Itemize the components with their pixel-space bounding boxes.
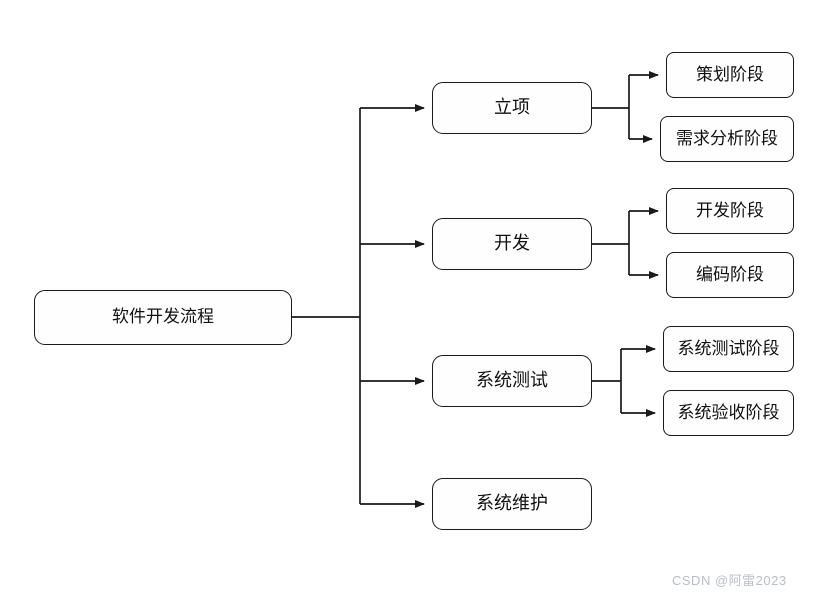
node-xitongyanshou-jieduan[interactable]: 系统验收阶段 [663,390,794,436]
node-xitongweihu[interactable]: 系统维护 [432,478,592,530]
node-xitongweihu-label: 系统维护 [476,493,548,514]
node-xitongceshi-label: 系统测试 [476,370,548,391]
node-xitongceshi[interactable]: 系统测试 [432,355,592,407]
node-xitongyanshou-jieduan-label: 系统验收阶段 [677,402,780,422]
node-lixiang-label: 立项 [494,97,530,118]
node-lixiang[interactable]: 立项 [432,82,592,134]
node-xitongceshi-jieduan[interactable]: 系统测试阶段 [663,326,794,372]
node-xuqiufenxi-jieduan-label: 需求分析阶段 [676,128,778,148]
node-kaifa-jieduan[interactable]: 开发阶段 [666,188,794,234]
node-bianma-jieduan-label: 编码阶段 [696,264,764,284]
node-kaifa-jieduan-label: 开发阶段 [696,200,764,220]
node-bianma-jieduan[interactable]: 编码阶段 [666,252,794,298]
node-cehua-jieduan[interactable]: 策划阶段 [666,52,794,98]
node-root[interactable]: 软件开发流程 [34,290,292,345]
node-kaifa[interactable]: 开发 [432,218,592,270]
node-kaifa-label: 开发 [494,233,530,254]
node-xitongceshi-jieduan-label: 系统测试阶段 [677,338,780,358]
node-xuqiufenxi-jieduan[interactable]: 需求分析阶段 [660,116,794,162]
node-cehua-jieduan-label: 策划阶段 [696,64,764,84]
watermark: CSDN @阿雷2023 [672,573,787,588]
node-root-label: 软件开发流程 [112,307,214,327]
